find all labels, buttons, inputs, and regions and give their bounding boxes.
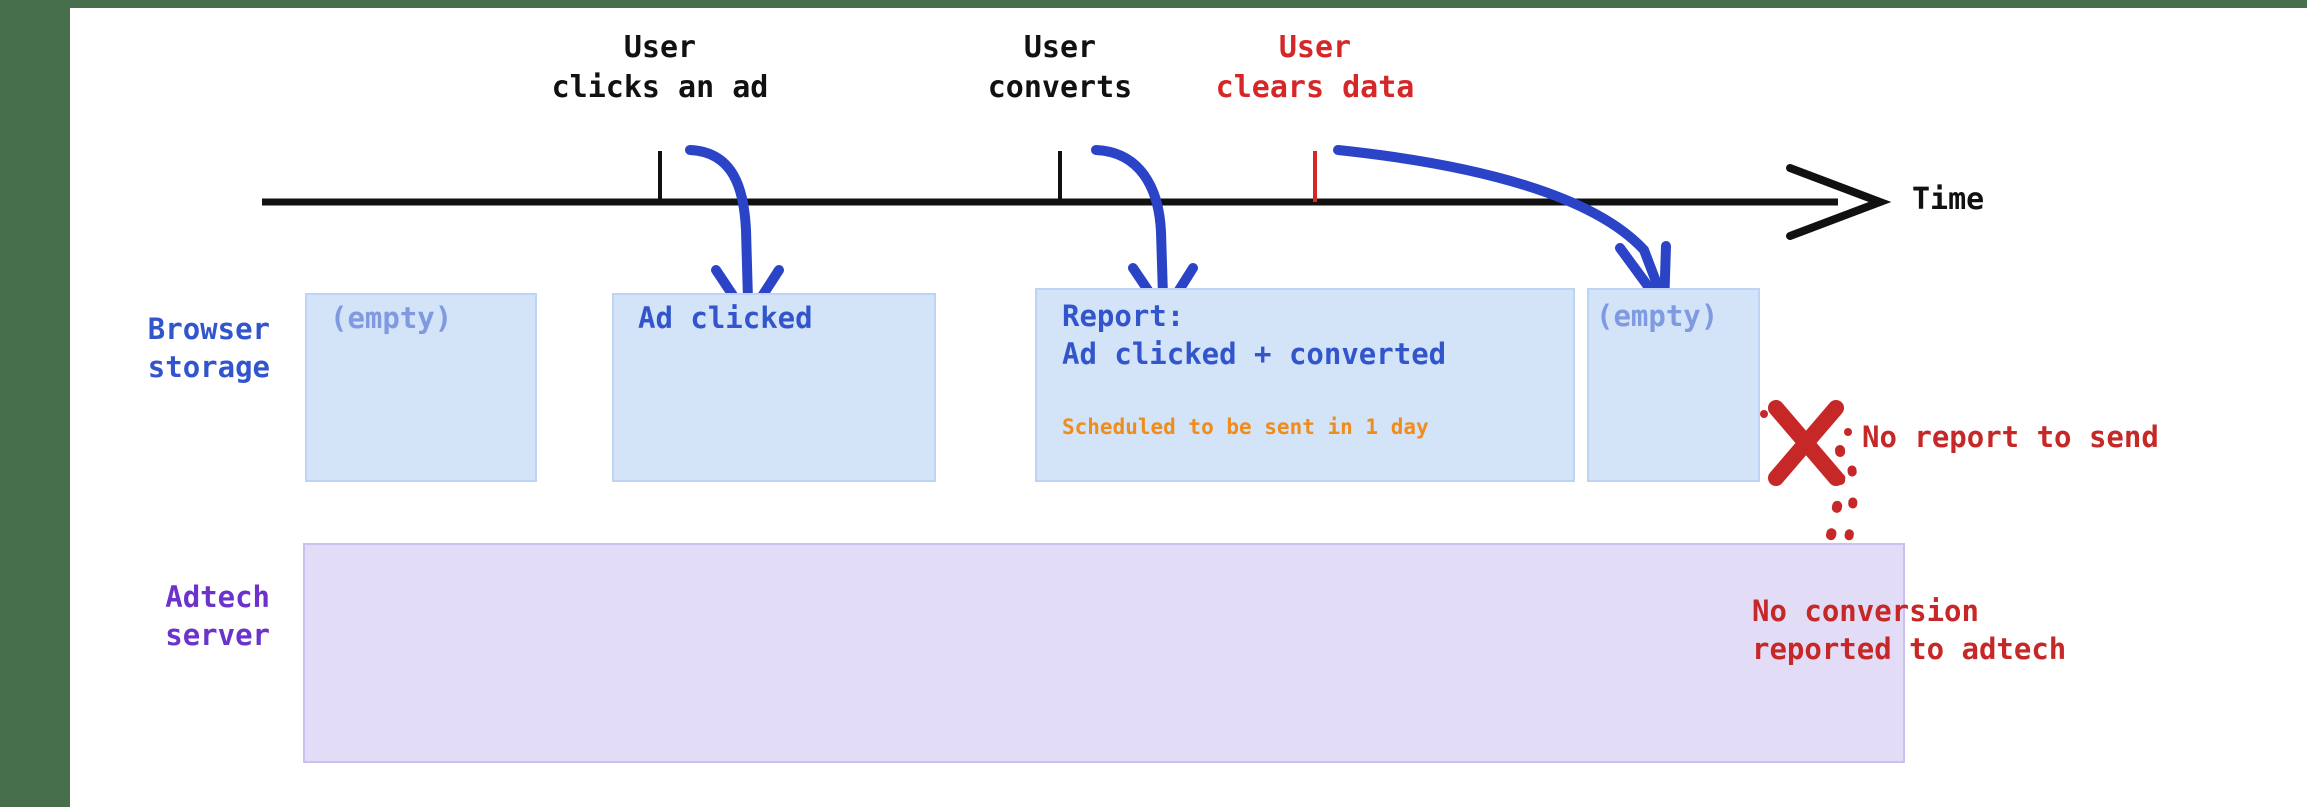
timeline-axis-label: Time: [1912, 182, 1985, 217]
row-label-browser-storage: Browser storage: [147, 312, 270, 385]
storage-box-2-ad-clicked: [612, 293, 936, 482]
adtech-server-box: [303, 543, 1905, 763]
storage-box-3-note: Scheduled to be sent in 1 day: [1062, 415, 1429, 439]
arrow-clear-data-to-storage: [1333, 145, 1671, 313]
storage-box-3-report: [1035, 288, 1575, 482]
storage-box-2-text: Ad clicked: [638, 301, 813, 335]
storage-box-4-empty: [1587, 288, 1760, 482]
event-label-clear-data: User clears data: [1215, 30, 1415, 105]
timeline-axis: [262, 164, 1892, 240]
x-mark-icon: [1760, 400, 1852, 486]
storage-box-1-text: (empty): [330, 301, 453, 335]
annotation-no-conversion-reported: No conversion reported to adtech: [1752, 594, 2067, 667]
storage-box-4-text: (empty): [1596, 299, 1719, 333]
event-label-ad-click: User clicks an ad: [551, 30, 769, 105]
annotation-no-report-to-send: No report to send: [1862, 420, 2159, 454]
event-label-conversion: User converts: [987, 30, 1133, 105]
left-green-band: [0, 0, 70, 807]
row-label-adtech-server: Adtech server: [165, 580, 270, 653]
storage-box-3-text: Report: Ad clicked + converted: [1062, 299, 1447, 371]
top-green-band: [70, 0, 2307, 8]
storage-box-1-empty: [305, 293, 537, 482]
